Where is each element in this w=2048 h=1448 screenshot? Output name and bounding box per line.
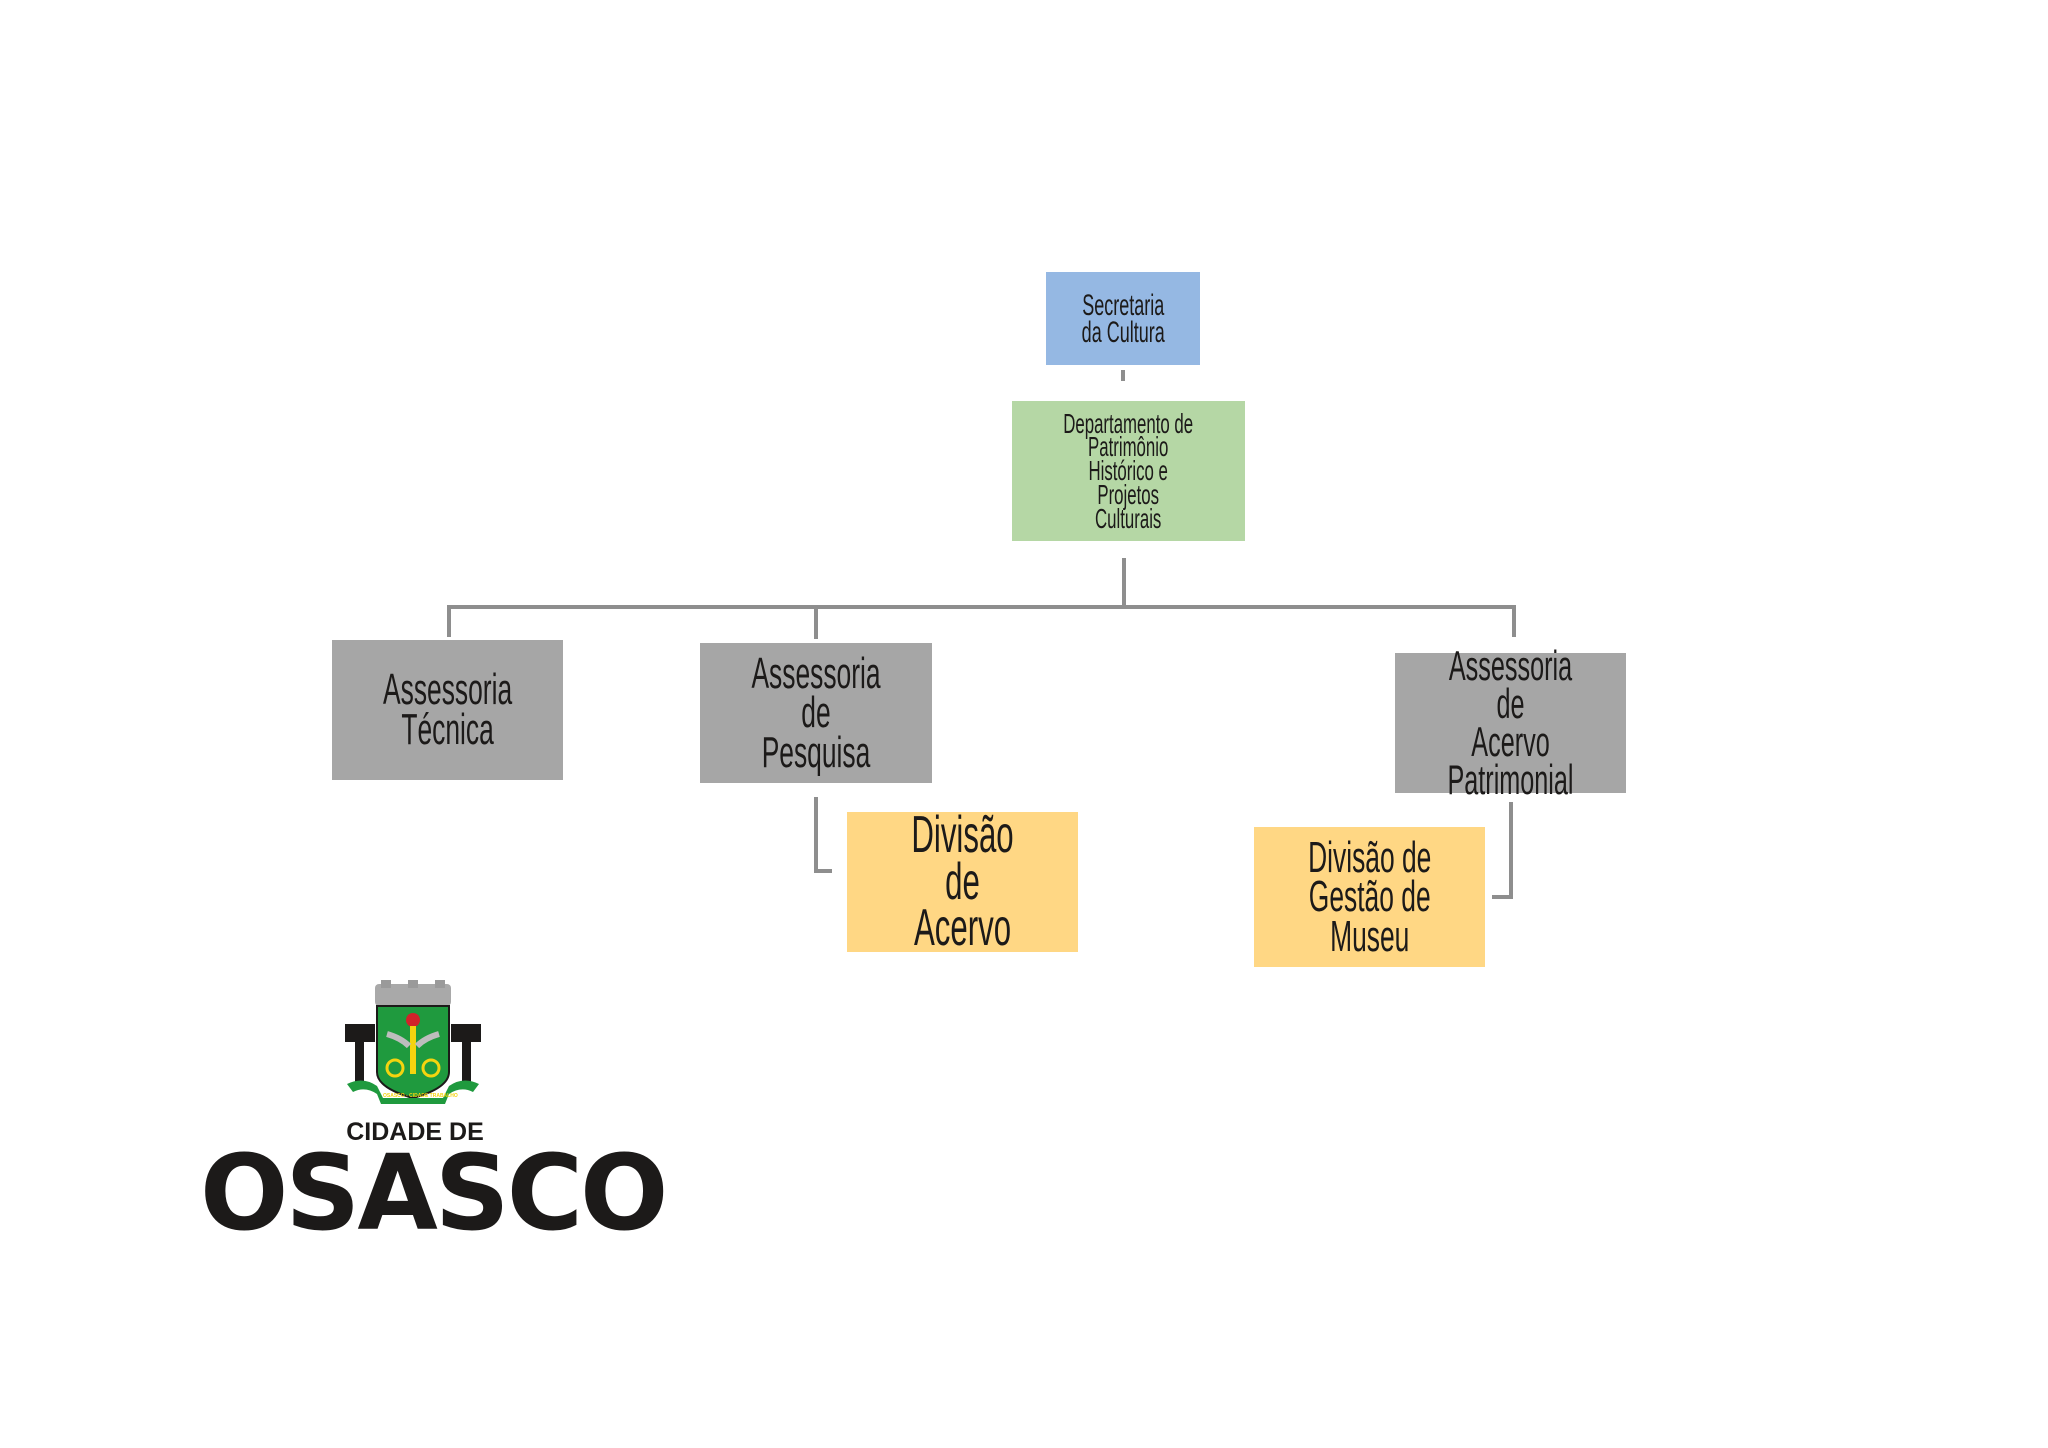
node-label: Departamento de Patrimônio Histórico e P…	[1063, 407, 1194, 534]
org-node-assessoria-pesquisa: Assessoria de Pesquisa	[700, 643, 932, 783]
org-node-divisao-gestao-museu: Divisão de Gestão de Museu	[1254, 827, 1485, 967]
node-label: Assessoria de Pesquisa	[751, 648, 881, 777]
connector-horizontal-bus	[447, 605, 1516, 609]
connector-patrimonial-divisao-h	[1492, 895, 1513, 899]
node-label: Divisão de Gestão de Museu	[1307, 832, 1432, 961]
node-label: Divisão de Acervo	[911, 805, 1014, 958]
connector-drop-patrimonial	[1512, 605, 1516, 637]
osasco-coat-of-arms-logo: OSASCO - CIDADE TRABALHO	[343, 980, 483, 1106]
org-node-departamento: Departamento de Patrimônio Histórico e P…	[1012, 401, 1245, 541]
connector-pesquisa-divisao-h	[814, 869, 832, 873]
logo-motto: OSASCO - CIDADE TRABALHO	[383, 1093, 458, 1099]
org-node-assessoria-tecnica: Assessoria Técnica	[332, 640, 563, 780]
org-node-assessoria-acervo-patrimonial: Assessoria de Acervo Patrimonial	[1395, 645, 1626, 800]
connector-root-department	[1121, 370, 1125, 381]
node-label: Assessoria Técnica	[382, 665, 513, 754]
org-node-secretaria: Secretaria da Cultura	[1046, 272, 1200, 365]
org-node-divisao-acervo: Divisão de Acervo	[847, 805, 1078, 958]
coat-of-arms-icon	[345, 980, 481, 1104]
node-label: Secretaria da Cultura	[1081, 288, 1165, 349]
logo-city-prefix: CIDADE DE	[346, 1118, 484, 1146]
node-label: Assessoria de Acervo Patrimonial	[1447, 642, 1574, 803]
logo-city-name: OSASCO	[200, 1132, 668, 1254]
connector-department-down	[1122, 558, 1126, 609]
connector-pesquisa-divisao	[814, 797, 818, 873]
connector-patrimonial-divisao	[1509, 802, 1513, 899]
connector-drop-pesquisa	[814, 605, 818, 639]
connector-drop-tecnica	[447, 605, 451, 637]
